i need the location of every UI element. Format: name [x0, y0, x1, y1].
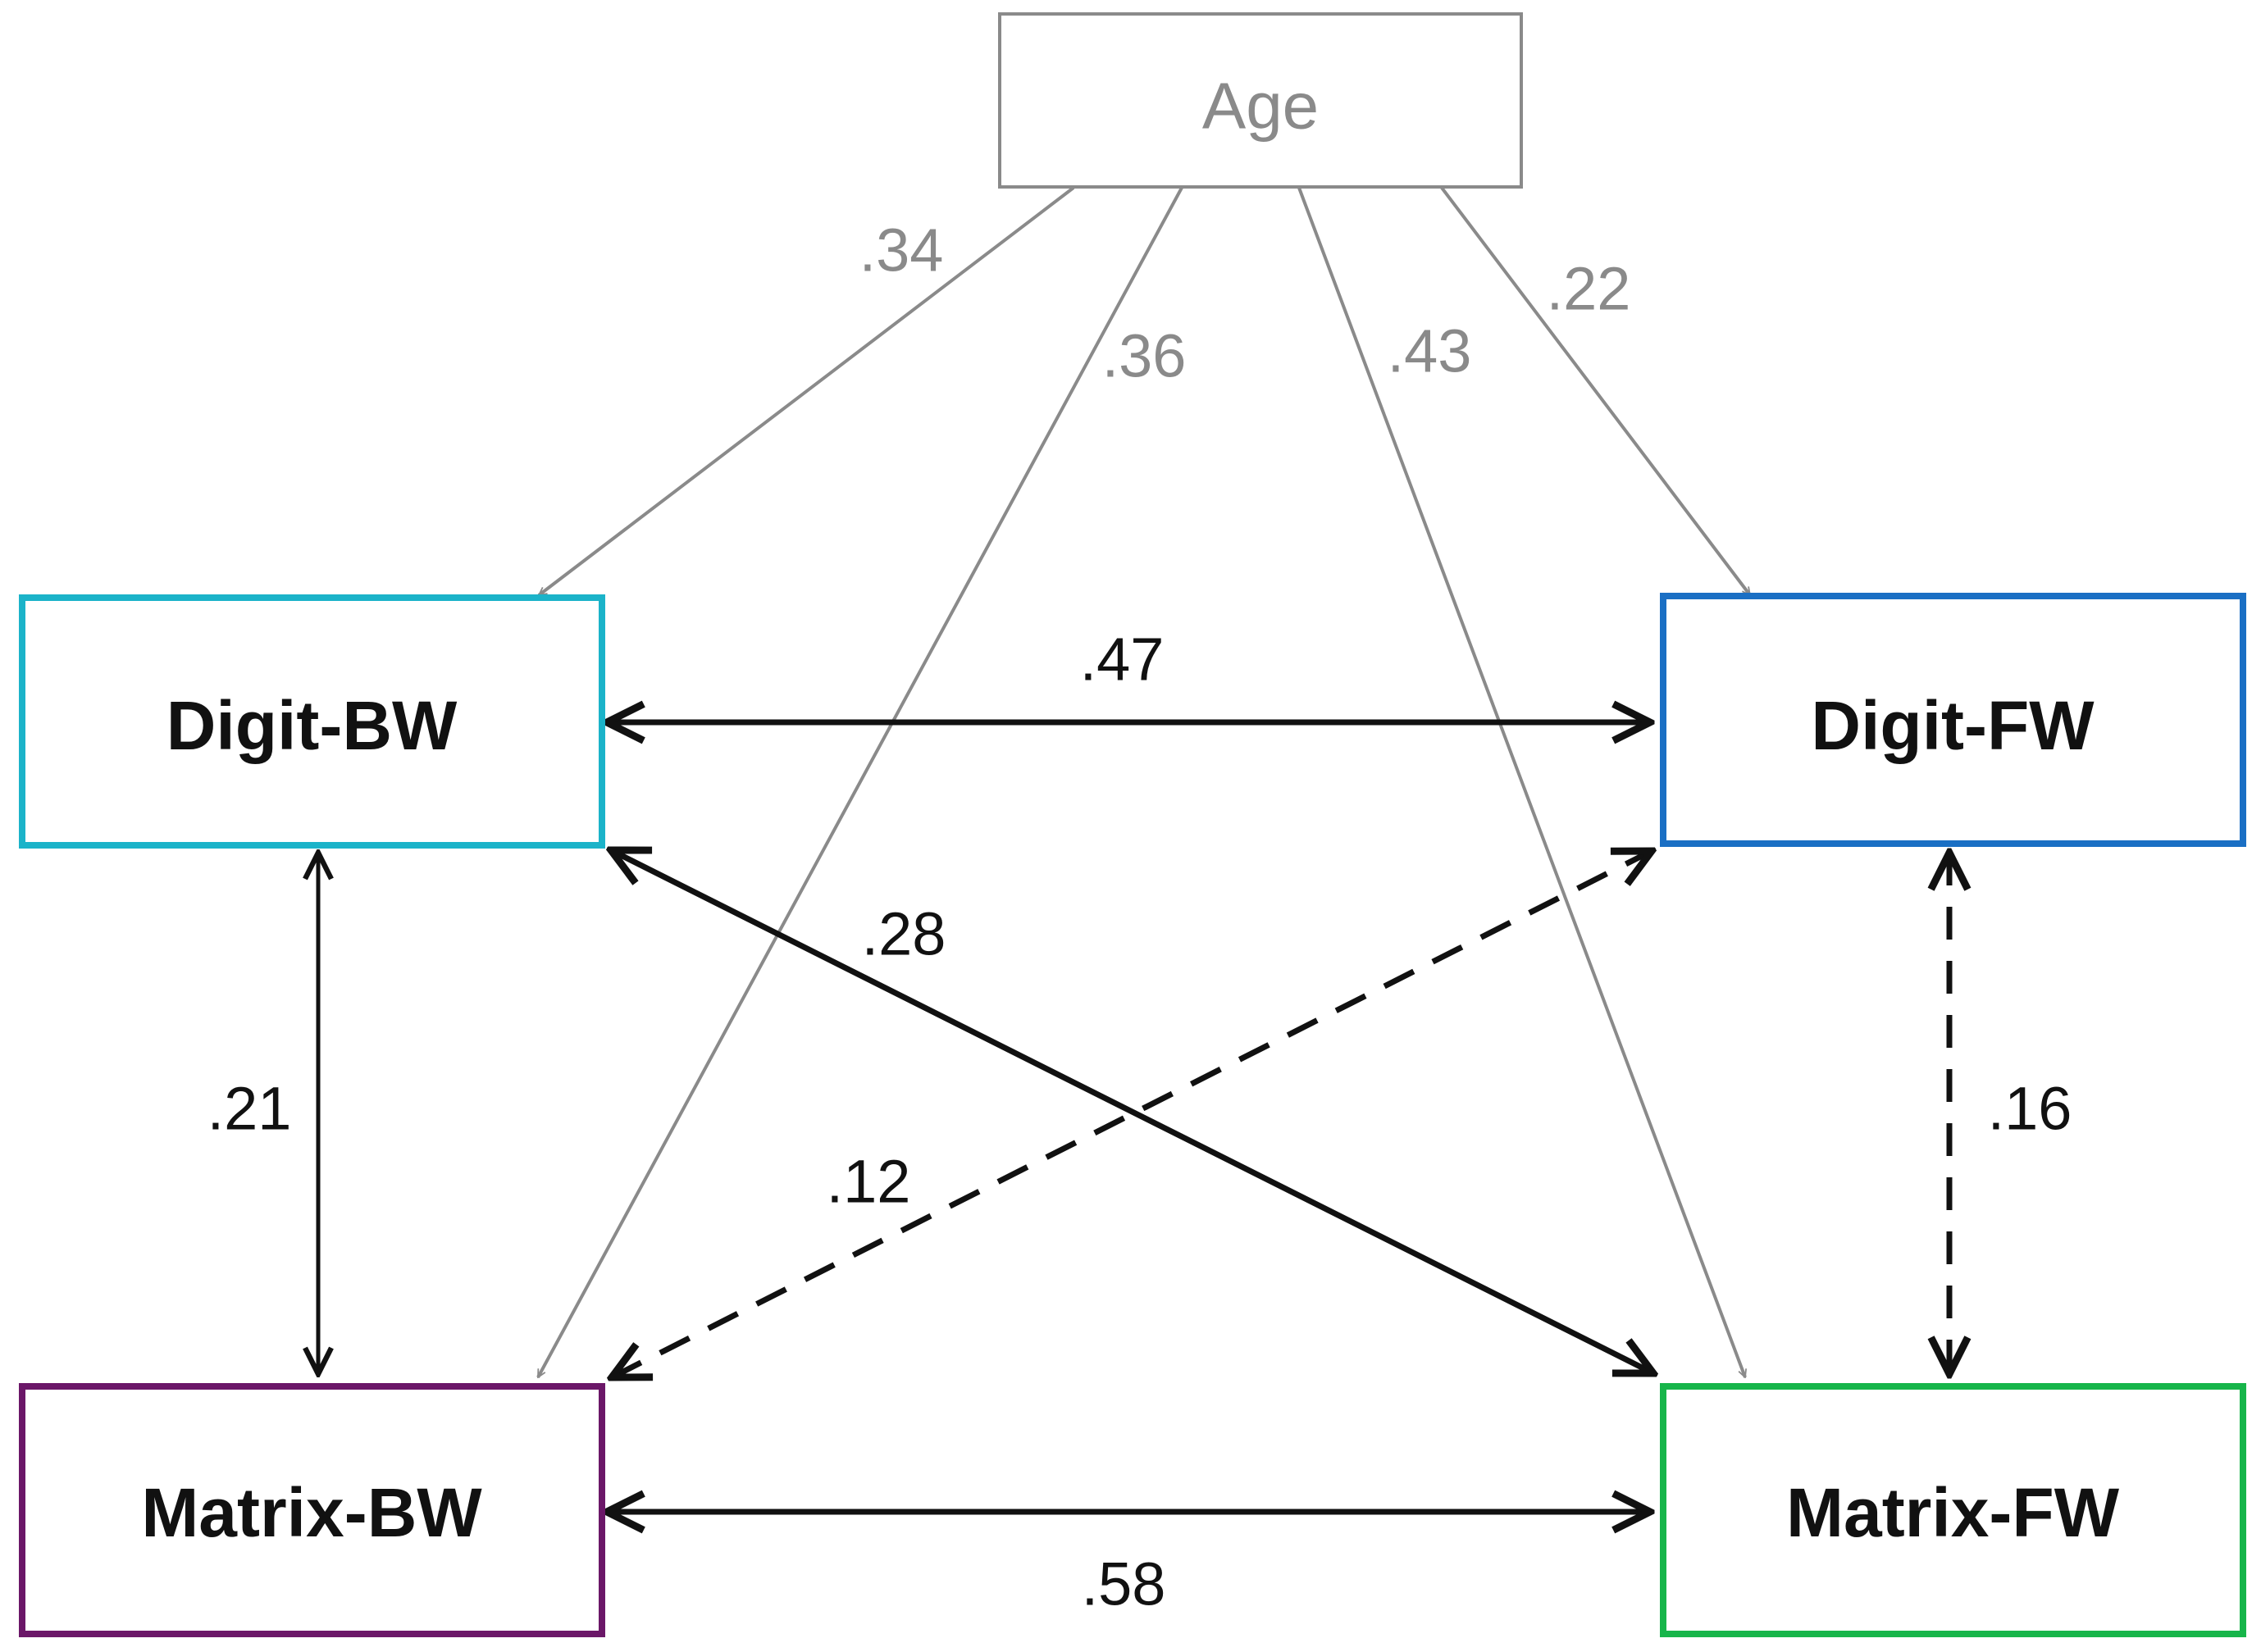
node-digit-fw-box: [1660, 593, 2246, 847]
coef-age-matrix-fw: .43: [1388, 317, 1472, 385]
node-digit-bw: Digit-BW: [19, 594, 605, 849]
node-age: Age: [998, 12, 1523, 189]
node-digit-bw-label: Digit-BW: [166, 687, 458, 764]
node-matrix-bw-box: [19, 1383, 605, 1637]
node-matrix-fw: Matrix-FW: [1660, 1383, 2246, 1637]
coef-age-matrix-bw: .36: [1102, 322, 1187, 390]
node-matrix-bw: Matrix-BW: [19, 1383, 605, 1637]
node-digit-bw-box: [19, 594, 605, 849]
edge-age-digit-fw: [1440, 186, 1752, 595]
coef-age-digit-fw: .22: [1547, 255, 1631, 323]
correlation-coefficients: .47 .28 .21 .12 .16 .58: [207, 626, 2072, 1618]
edge-matrix-bw-digit-fw: [612, 851, 1652, 1377]
coef-matrix-bw-matrix-fw: .58: [1082, 1550, 1166, 1618]
node-digit-fw-label: Digit-FW: [1811, 687, 2095, 764]
correlation-paths: [318, 722, 1949, 1512]
coef-digit-bw-matrix-bw: .21: [207, 1075, 292, 1143]
edge-age-digit-bw: [539, 186, 1075, 597]
coef-digit-bw-digit-fw: .47: [1080, 626, 1165, 694]
coef-matrix-bw-digit-fw: .12: [827, 1148, 911, 1216]
age-coefficients: .34 .36 .43 .22: [859, 216, 1631, 390]
coef-age-digit-bw: .34: [859, 216, 944, 284]
node-matrix-fw-box: [1660, 1383, 2246, 1637]
node-age-box: [998, 12, 1523, 189]
coef-digit-bw-matrix-fw: .28: [862, 900, 946, 968]
node-matrix-fw-label: Matrix-FW: [1786, 1474, 2120, 1551]
node-matrix-bw-label: Matrix-BW: [141, 1474, 482, 1551]
coef-digit-fw-matrix-fw: .16: [1988, 1075, 2072, 1143]
node-digit-fw: Digit-FW: [1660, 593, 2246, 847]
edge-age-matrix-fw: [1297, 187, 1745, 1377]
node-age-label: Age: [1202, 70, 1319, 143]
